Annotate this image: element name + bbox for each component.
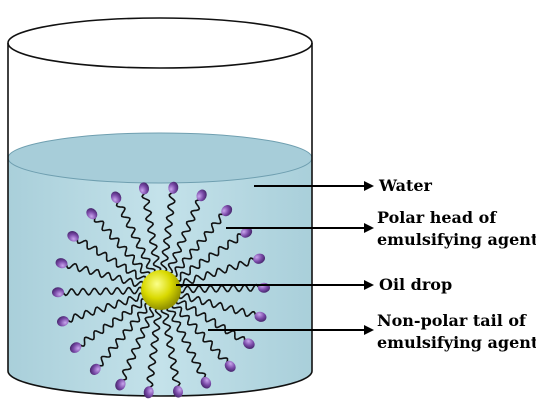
polar-head xyxy=(86,208,98,220)
nonpolar-tail xyxy=(166,305,207,379)
nonpolar-tail xyxy=(65,262,145,288)
nonpolar-tail xyxy=(146,307,162,389)
polar-head xyxy=(115,378,126,391)
nonpolar-tail xyxy=(67,292,145,323)
polar-head xyxy=(69,342,82,353)
nonpolar-tail xyxy=(62,286,144,297)
nonpolar-tail xyxy=(115,201,156,275)
nonpolar-tail xyxy=(177,292,257,318)
nonpolar-tail xyxy=(160,307,181,388)
oil-drop-label: Oil drop xyxy=(379,275,452,294)
polar-head xyxy=(143,386,154,399)
polar-head xyxy=(67,231,79,242)
polar-head xyxy=(138,182,150,195)
nonpolar-tail xyxy=(121,305,155,381)
polar-head xyxy=(253,253,266,264)
polar-head-label-line2: emulsifying agent xyxy=(377,230,536,249)
nonpolar-tail-label-line1: Non-polar tail of xyxy=(377,311,527,330)
polar-head xyxy=(55,258,68,269)
polar-head xyxy=(221,204,233,217)
oil-drop xyxy=(141,270,181,310)
water-label: Water xyxy=(378,176,433,195)
polar-head xyxy=(254,311,267,322)
nonpolar-tail xyxy=(175,233,243,282)
polar-head xyxy=(196,189,207,202)
polar-head xyxy=(89,363,101,376)
beaker-bottom xyxy=(7,370,313,397)
polar-head xyxy=(172,385,184,398)
polar-head xyxy=(200,376,212,389)
nonpolar-tail xyxy=(167,199,201,275)
water-surface xyxy=(7,132,313,184)
polar-head-label-line1: Polar head of xyxy=(377,208,497,227)
nonpolar-tail xyxy=(171,303,229,363)
polar-head xyxy=(110,191,122,204)
polar-head xyxy=(168,181,179,194)
beaker-rim xyxy=(7,17,313,69)
polar-head xyxy=(240,227,253,238)
nonpolar-tail xyxy=(172,213,224,278)
nonpolar-tail xyxy=(79,298,147,347)
nonpolar-tail xyxy=(141,192,162,273)
nonpolar-tail-label-line2: emulsifying agent xyxy=(377,333,536,352)
nonpolar-tail xyxy=(98,302,150,367)
nonpolar-tail xyxy=(76,238,147,281)
nonpolar-tail xyxy=(160,191,176,273)
polar-head xyxy=(52,287,64,298)
polar-head xyxy=(224,360,236,372)
emulsifier-molecules xyxy=(52,181,270,399)
nonpolar-tail xyxy=(93,217,151,277)
nonpolar-tail xyxy=(175,299,246,342)
polar-head xyxy=(243,338,255,349)
nonpolar-tail xyxy=(177,257,255,288)
polar-head xyxy=(56,316,69,327)
